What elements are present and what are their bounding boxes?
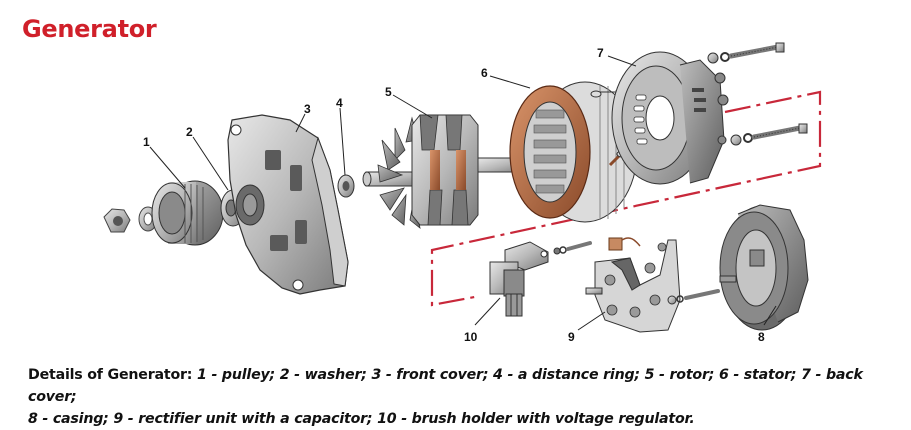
diagram-title: Generator (22, 15, 157, 43)
caption-parts-line-1: 1 - pulley; 2 - washer; 3 - front cover;… (28, 367, 863, 405)
back-cover-bolt-upper (707, 42, 785, 64)
rectifier-unit (585, 237, 720, 333)
stator (509, 81, 638, 223)
rotor (362, 114, 529, 229)
casing (719, 204, 809, 331)
back-cover (611, 51, 729, 185)
leader-lines (149, 55, 777, 331)
back-cover-bolt-lower (730, 123, 808, 146)
pulley (151, 180, 224, 246)
parts-caption: Details of Generator: 1 - pulley; 2 - wa… (28, 364, 908, 430)
callout-3: 3 (304, 102, 311, 116)
callout-4: 4 (336, 96, 343, 110)
callout-2: 2 (186, 125, 193, 139)
callout-10: 10 (464, 330, 478, 344)
generator-exploded-diagram: 1 2 3 4 5 6 7 8 9 10 (103, 42, 822, 344)
caption-parts-line-2: 8 - casing; 9 - rectifier unit with a ca… (28, 411, 695, 427)
callout-7: 7 (597, 46, 604, 60)
callout-9: 9 (568, 330, 575, 344)
assembly-dash-line (430, 90, 822, 307)
callout-5: 5 (385, 85, 392, 99)
caption-lead: Details of Generator: (28, 367, 193, 383)
distance-ring (337, 174, 355, 198)
brush-holder (489, 241, 592, 317)
front-nut (103, 208, 131, 233)
caption-line-1: Details of Generator: 1 - pulley; 2 - wa… (28, 364, 908, 408)
callout-6: 6 (481, 66, 488, 80)
front-cover (227, 114, 349, 295)
callout-1: 1 (143, 135, 150, 149)
callout-8: 8 (758, 330, 765, 344)
